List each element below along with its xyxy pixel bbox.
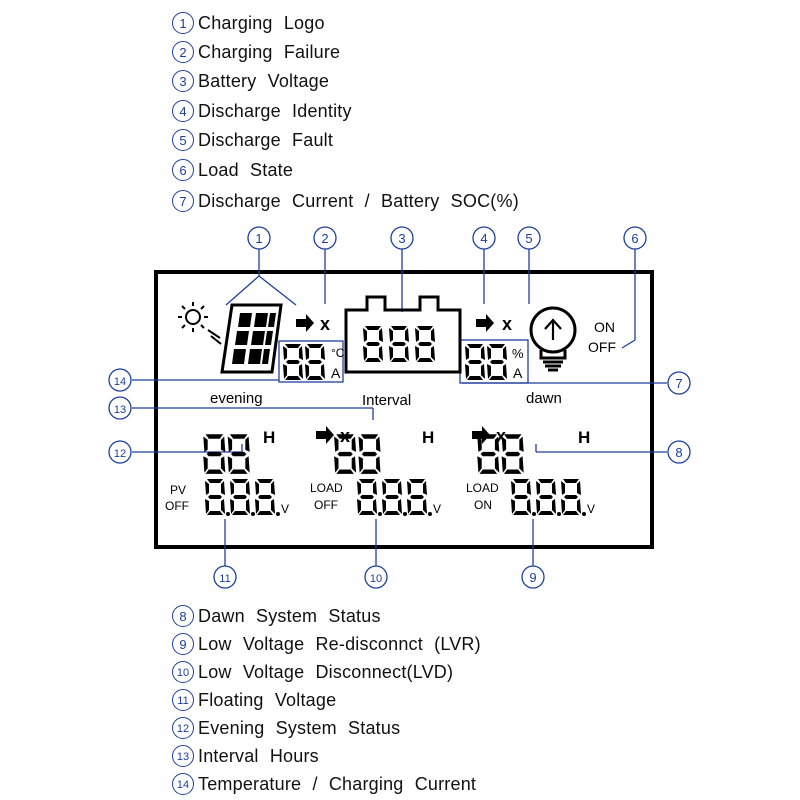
interval-hour-unit: H xyxy=(422,428,434,447)
interval-label: Interval xyxy=(362,392,411,409)
legend-text: Battery Voltage xyxy=(198,71,330,91)
legend-text: Dawn System Status xyxy=(198,606,381,626)
legend-text: Discharge Current / Battery SOC(%) xyxy=(198,191,519,211)
legend-text: Charging Failure xyxy=(198,42,341,62)
callout-5: 5 xyxy=(525,231,532,246)
lvr-on-label: ON xyxy=(474,498,492,512)
callout-3: 3 xyxy=(398,231,405,246)
callout-4: 4 xyxy=(480,231,487,246)
legend-number: 8 xyxy=(172,605,194,627)
evening-hours-digits xyxy=(203,434,250,474)
callout-1: 1 xyxy=(255,231,262,246)
callout-12: 12 xyxy=(114,448,126,460)
callout-13: 13 xyxy=(114,404,126,416)
callout-10: 10 xyxy=(370,573,382,585)
legend-text: Temperature / Charging Current xyxy=(198,774,477,794)
lvr-load-label: LOAD xyxy=(466,481,499,495)
evening-hour-unit: H xyxy=(263,428,275,447)
lvd-load-label: LOAD xyxy=(310,481,343,495)
load-off-label: OFF xyxy=(588,339,616,355)
callout-2: 2 xyxy=(321,231,328,246)
charge-amp-unit: A xyxy=(331,365,341,381)
legend-text: Load State xyxy=(198,160,294,180)
temp-unit: °C xyxy=(331,346,345,360)
lvd-off-label: OFF xyxy=(314,498,338,512)
callout-11: 11 xyxy=(219,573,230,585)
pv-label: PV xyxy=(170,483,186,497)
lvd-volt-unit: V xyxy=(433,502,441,516)
lcd-frame xyxy=(154,270,654,549)
charging-failure-x: x xyxy=(320,314,330,334)
dawn-arrow-icon xyxy=(472,426,490,444)
legend-number: 4 xyxy=(172,100,194,122)
interval-x: x xyxy=(340,426,350,446)
legend-number: 6 xyxy=(172,159,194,181)
callout-8: 8 xyxy=(675,445,682,460)
temperature-digits xyxy=(283,344,325,380)
lvd-voltage-digits xyxy=(357,479,432,516)
pv-off-label: OFF xyxy=(165,499,189,513)
dawn-x: x xyxy=(496,426,506,446)
interval-arrow-icon xyxy=(316,426,334,444)
percent-unit: % xyxy=(512,346,524,361)
battery-icon xyxy=(344,295,462,374)
legend-number: 5 xyxy=(172,129,194,151)
charging-arrow-icon xyxy=(296,314,314,332)
discharge-current-digits xyxy=(465,344,507,380)
solar-panel-icon xyxy=(220,303,283,374)
dawn-hours-digits xyxy=(477,434,524,474)
legend-number: 10 xyxy=(172,661,194,683)
legend-text: Interval Hours xyxy=(198,746,319,766)
legend-text: Floating Voltage xyxy=(198,690,337,710)
legend-text: Discharge Identity xyxy=(198,101,352,121)
legend-number: 9 xyxy=(172,633,194,655)
legend-number: 1 xyxy=(172,12,194,34)
dawn-hour-unit: H xyxy=(578,428,590,447)
legend-text: Charging Logo xyxy=(198,13,325,33)
legend-text: Evening System Status xyxy=(198,718,401,738)
floating-voltage-digits xyxy=(205,479,280,516)
lvr-voltage-digits xyxy=(511,479,586,516)
sun-icon xyxy=(178,302,222,345)
legend-number: 2 xyxy=(172,41,194,63)
callout-7: 7 xyxy=(675,376,682,391)
legend-text: Discharge Fault xyxy=(198,130,334,150)
callout-6: 6 xyxy=(631,231,638,246)
discharge-arrow-icon xyxy=(476,314,494,332)
battery-voltage-digits xyxy=(363,326,435,362)
floating-volt-unit: V xyxy=(281,502,289,516)
legend-text: Low Voltage Disconnect(LVD) xyxy=(198,662,454,682)
callout-circles: 1 2 3 4 5 6 7 8 9 10 11 12 13 14 xyxy=(108,226,691,589)
legend-number: 11 xyxy=(172,689,194,711)
legend-number: 14 xyxy=(172,773,194,795)
lvr-volt-unit: V xyxy=(587,502,595,516)
callout-14: 14 xyxy=(114,376,126,388)
legend-number: 12 xyxy=(172,717,194,739)
legend-number: 13 xyxy=(172,745,194,767)
discharge-fault-x: x xyxy=(502,314,512,334)
light-bulb-icon xyxy=(529,306,577,372)
dawn-label: dawn xyxy=(526,390,562,407)
legend-number: 3 xyxy=(172,70,194,92)
interval-hours-digits xyxy=(334,434,381,474)
discharge-amp-unit: A xyxy=(513,365,523,381)
legend-number: 7 xyxy=(172,190,194,212)
callout-9: 9 xyxy=(529,570,536,585)
load-on-label: ON xyxy=(594,319,615,335)
evening-label: evening xyxy=(210,390,263,407)
legend-text: Low Voltage Re-disconnct (LVR) xyxy=(198,634,481,654)
